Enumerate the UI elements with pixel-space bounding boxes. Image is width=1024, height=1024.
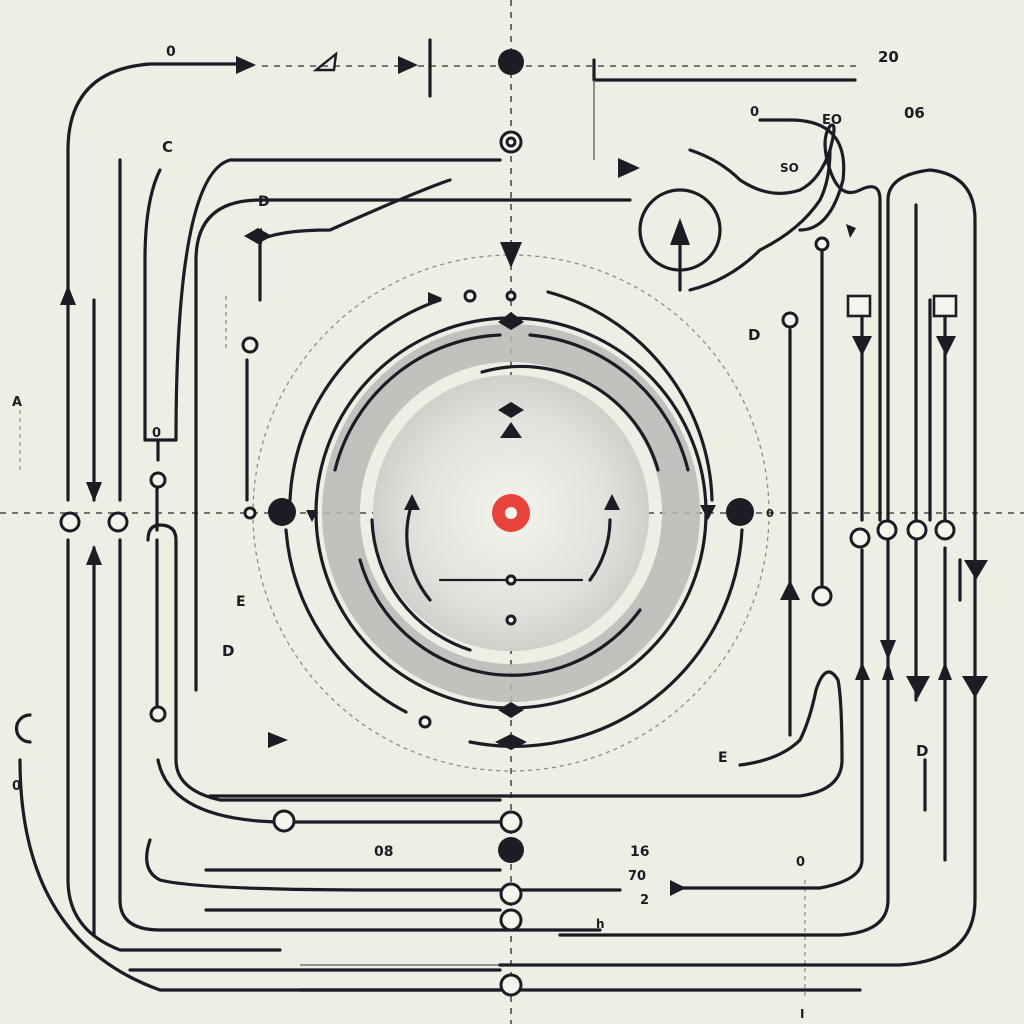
label-bottom-2: 2 <box>640 893 649 908</box>
label-bottom-16: 16 <box>630 844 649 860</box>
arrowheads <box>60 56 988 896</box>
label-loop-so: SO <box>780 161 799 175</box>
label-lower-left-d: D <box>222 642 234 660</box>
open-nodes <box>14 130 956 997</box>
left-flow-lines <box>18 38 862 992</box>
label-upper-left-c: C <box>162 138 173 156</box>
diagram-labels: 0 20 06 C D A 0 E D 0 0 0 EO SO D E D 08… <box>12 44 928 1021</box>
label-top-left-zero: 0 <box>166 44 176 60</box>
label-top-right-code: 06 <box>904 104 925 122</box>
label-bottom-08: 08 <box>374 844 393 860</box>
label-bottom-mark: I <box>800 1007 804 1021</box>
label-right-d: D <box>748 326 760 344</box>
label-mid-left-e: E <box>236 594 246 610</box>
label-loop-zero: 0 <box>750 105 759 120</box>
label-lower-right-e: E <box>718 750 728 766</box>
label-top-right-num: 20 <box>878 48 899 66</box>
grey-band <box>322 324 700 702</box>
center-target <box>492 494 530 532</box>
label-left-zero-box: 0 <box>152 426 161 441</box>
right-flow-lines <box>208 58 977 967</box>
label-lower-right-d: D <box>916 742 928 760</box>
filled-nodes <box>268 49 754 863</box>
label-bottom-h: h <box>596 917 605 931</box>
label-bottom-70: 70 <box>628 869 646 884</box>
square-markers <box>312 51 958 318</box>
label-bottom-mid-zero: 0 <box>796 855 805 870</box>
label-loop-eo: EO <box>822 113 842 128</box>
label-left-a: A <box>12 395 22 410</box>
label-right-zero: 0 <box>766 507 774 520</box>
label-left-d: D <box>258 194 270 210</box>
label-lower-left-zero: 0 <box>12 779 21 794</box>
